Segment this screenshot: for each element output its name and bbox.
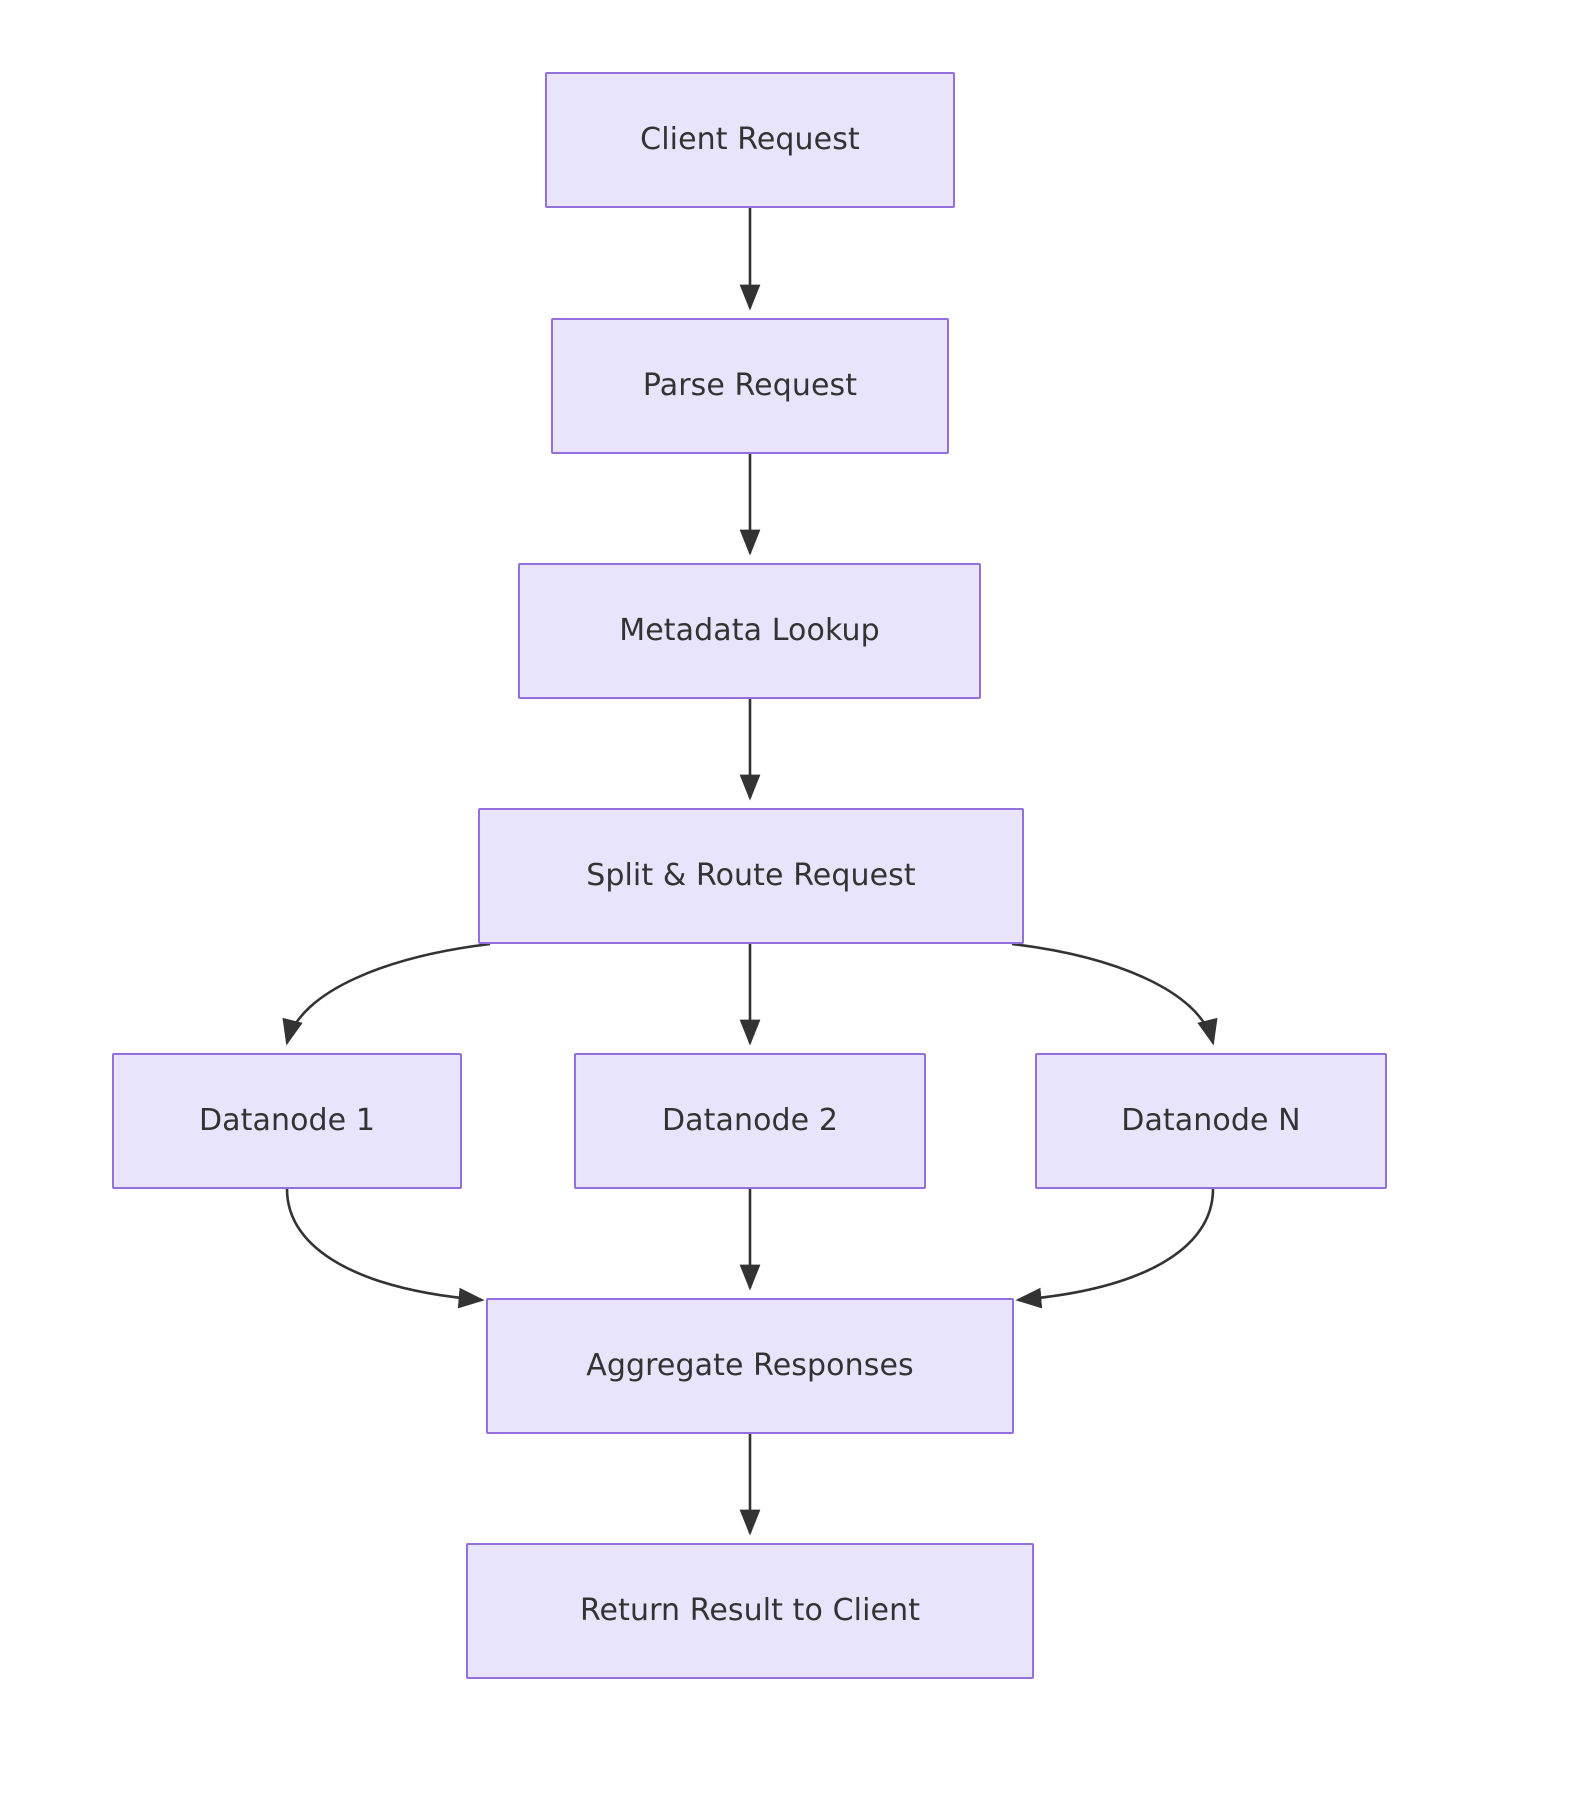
node-client-request[interactable]: Client Request [545, 72, 955, 208]
node-label-datanode-n: Datanode N [1121, 1103, 1301, 1138]
node-label-client-request: Client Request [640, 122, 860, 157]
node-label-parse-request: Parse Request [642, 368, 858, 403]
node-label-aggregate-responses: Aggregate Responses [586, 1348, 914, 1383]
node-datanode-n[interactable]: Datanode N [1035, 1053, 1387, 1189]
node-label-return-result-to-client: Return Result to Client [579, 1593, 921, 1628]
node-parse-request[interactable]: Parse Request [551, 318, 949, 454]
node-return-result-to-client[interactable]: Return Result to Client [466, 1543, 1034, 1679]
node-datanode-2[interactable]: Datanode 2 [574, 1053, 926, 1189]
node-aggregate-responses[interactable]: Aggregate Responses [486, 1298, 1014, 1434]
node-label-metadata-lookup: Metadata Lookup [619, 613, 880, 648]
node-split-route-request[interactable]: Split & Route Request [478, 808, 1024, 944]
node-datanode-1[interactable]: Datanode 1 [112, 1053, 462, 1189]
node-label-split-route-request: Split & Route Request [586, 858, 916, 893]
node-label-datanode-2: Datanode 2 [661, 1103, 839, 1138]
node-metadata-lookup[interactable]: Metadata Lookup [518, 563, 981, 699]
node-label-datanode-1: Datanode 1 [198, 1103, 376, 1138]
